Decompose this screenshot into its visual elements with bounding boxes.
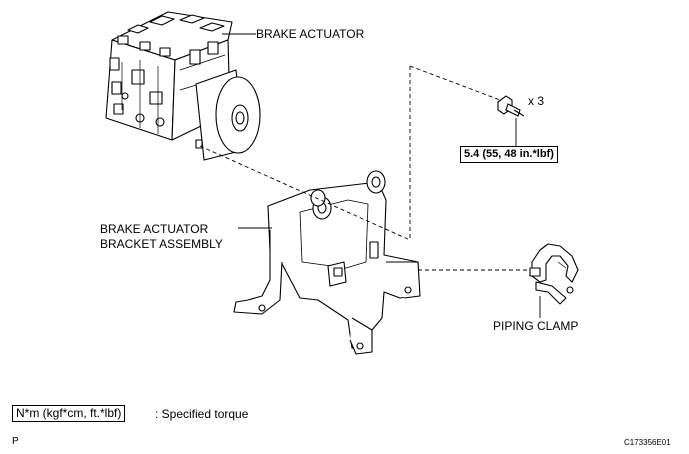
figure-id: C173356E01 (624, 438, 671, 447)
legend-description: : Specified torque (155, 407, 249, 421)
leader-lines (222, 33, 541, 318)
bracket-assembly-drawing (233, 170, 421, 355)
piping-clamp-drawing (529, 243, 579, 305)
bracket-label-line1: BRAKE ACTUATOR (100, 222, 209, 236)
page-code: P (12, 436, 19, 447)
legend-torque-box: N*m (kgf*cm, ft.*lbf) (12, 405, 126, 422)
bracket-label-line2: BRACKET ASSEMBLY (100, 237, 223, 251)
brake-actuator-label: BRAKE ACTUATOR (256, 27, 365, 41)
bolt-quantity-label: x 3 (528, 94, 545, 108)
bolt-drawing (497, 95, 525, 117)
piping-clamp-label: PIPING CLAMP (493, 319, 579, 333)
torque-spec-box: 5.4 (55, 48 in.*lbf) (460, 146, 558, 163)
alignment-lines (199, 65, 530, 271)
brake-actuator-drawing (105, 11, 261, 161)
